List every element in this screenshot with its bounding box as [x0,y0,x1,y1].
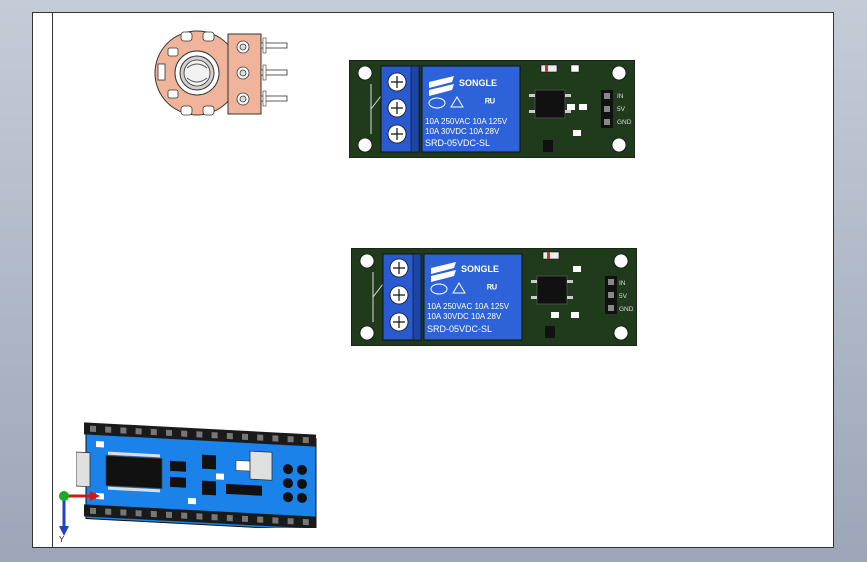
arduino-nano-board[interactable] [76,416,322,528]
header-pin [242,515,248,523]
header-pin [302,436,309,444]
microcontroller-chip [105,455,163,489]
relay-pin-header [605,276,617,314]
svg-text:IN: IN [617,93,624,100]
svg-text:Y: Y [59,535,65,544]
svg-text:10A 30VDC 10A 28V: 10A 30VDC 10A 28V [425,127,500,136]
header-pin [226,514,233,522]
header-pin [105,426,112,433]
screw-terminal-block [380,65,420,153]
usb-connector [76,451,91,488]
header-pin [105,508,112,515]
header-pin [120,509,127,516]
pot-tab [157,63,166,81]
header-pin [166,429,172,437]
header-pin [242,433,248,441]
svg-text:SONGLE: SONGLE [461,264,499,274]
relay-pin-header [601,90,613,128]
header-pin [135,510,142,517]
y-axis-origin [59,491,69,501]
coordinate-triad: Y [59,491,100,544]
svg-text:10A 250VAC 10A 125V: 10A 250VAC 10A 125V [427,302,510,311]
relay-module-top[interactable]: SONGLE ᴿᵁ 10A 250VAC 10A 125V 10A 30VDC … [349,60,635,158]
header-pin [150,510,157,518]
svg-text:SONGLE: SONGLE [459,78,497,88]
header-pin [257,434,264,441]
svg-text:SRD-05VDC-SL: SRD-05VDC-SL [425,138,490,148]
header-pin [272,517,279,524]
header-pin [150,428,157,436]
header-pin [287,518,294,525]
svg-text:ᴿᵁ: ᴿᵁ [485,97,495,109]
header-pin [166,511,172,519]
svg-text:10A 30VDC 10A 28V: 10A 30VDC 10A 28V [427,312,502,321]
relay-body: SONGLE ᴿᵁ 10A 250VAC 10A 125V 10A 30VDC … [423,253,523,341]
svg-text:GND: GND [619,306,634,313]
screw-terminal-block [382,253,422,341]
svg-text:GND: GND [617,119,632,126]
sheet-border-line [52,12,53,548]
relay-module-bottom[interactable]: SONGLE ᴿᵁ 10A 250VAC 10A 125V 10A 30VDC … [351,248,637,346]
header-pin [135,428,142,435]
header-pin [257,516,264,523]
header-pin [272,435,279,442]
svg-text:SRD-05VDC-SL: SRD-05VDC-SL [427,324,492,334]
header-pin [90,425,96,433]
header-pin [196,513,203,520]
header-pin [226,432,233,440]
header-pin [181,430,188,437]
header-pin [302,518,309,526]
header-pin [181,512,188,519]
header-pin [120,427,127,434]
header-pin [211,514,218,521]
svg-text:5V: 5V [619,293,628,300]
potentiometer-model[interactable] [150,30,290,122]
header-pin [211,432,218,439]
header-pin [196,431,203,438]
svg-text:5V: 5V [617,106,626,113]
header-pin [90,507,96,515]
relay-body: SONGLE ᴿᵁ 10A 250VAC 10A 125V 10A 30VDC … [421,65,521,153]
svg-text:ᴿᵁ: ᴿᵁ [487,283,497,295]
svg-text:IN: IN [619,280,626,287]
svg-text:10A 250VAC 10A 125V: 10A 250VAC 10A 125V [425,117,508,126]
header-pin [287,436,294,443]
